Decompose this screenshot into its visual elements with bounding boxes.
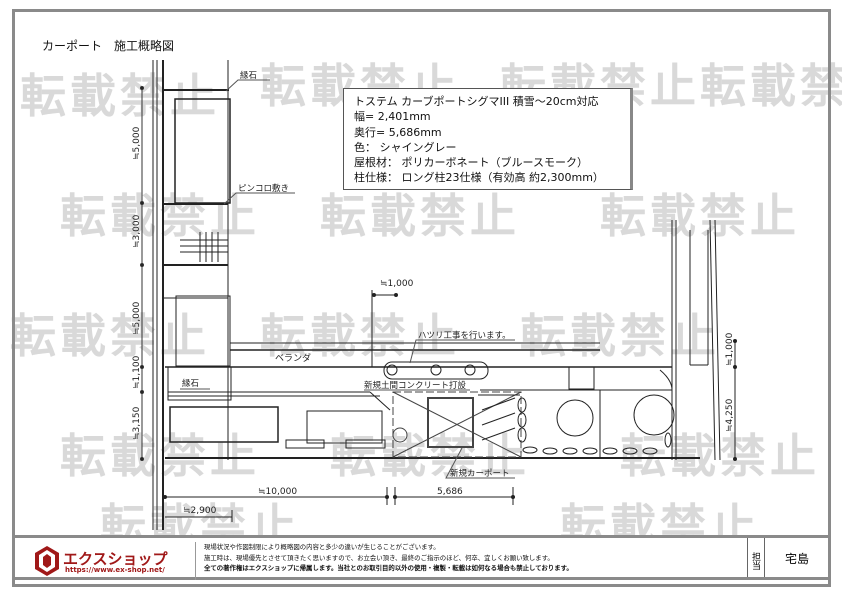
dim-left-4: ≒1,100 xyxy=(132,355,142,389)
dim-bottom-10000: ≒10,000 xyxy=(258,487,297,497)
neighbor-building xyxy=(163,60,231,460)
logo-box-icon xyxy=(35,546,59,576)
step xyxy=(345,439,386,449)
spec-color: 色： シャイングレー xyxy=(354,140,457,154)
planter xyxy=(169,406,279,443)
spec-product: トステム カーブポートシグマIII 積雪～20cm対応 xyxy=(354,95,599,108)
dim-left-2: ≒3,000 xyxy=(132,214,142,248)
dim-right-1: ≒1,000 xyxy=(725,332,735,366)
dim-left-1: ≒5,000 xyxy=(132,126,142,160)
dim-bottom-2900: ≒2,900 xyxy=(183,506,217,516)
veranda xyxy=(165,290,672,368)
dim-left-3: ≒5,000 xyxy=(132,301,142,335)
dim-bottom-5686: 5,686 xyxy=(437,487,463,497)
spec-width: 幅= 2,401mm xyxy=(354,110,431,124)
person-in-charge-label: 担当 xyxy=(747,538,765,577)
footer: エクスショップ https://www.ex-shop.net/ 現場状況や作図… xyxy=(15,535,828,580)
step xyxy=(285,439,325,449)
carport-spec-box: トステム カーブポートシグマIII 積雪～20cm対応 幅= 2,401mm 奥… xyxy=(343,88,633,190)
company-name: エクスショップ xyxy=(63,550,168,568)
spec-roof: 屋根材： ポリカーボネート（ブルースモーク） xyxy=(354,156,588,170)
note-3: 全ての著作権はエクスショップに帰属します。当社とのお取引目的以外の使用・複製・転… xyxy=(204,564,573,572)
label-veranda: ベランダ xyxy=(275,352,311,364)
label-curb-left: 縁石 xyxy=(182,378,199,389)
left-dimension-line xyxy=(140,86,144,461)
person-in-charge: 宅島 xyxy=(785,552,810,566)
note-2: 施工時は、現場優先とさせて頂きたく思いますので、お立会い頂き、最終のご指示のほど… xyxy=(204,553,554,562)
leader-lines xyxy=(180,79,515,479)
dim-right-2: ≒4,250 xyxy=(725,398,735,432)
footer-notes: 現場状況や作図制限により概略図の内容と多少の違いが生じることがございます。 施工… xyxy=(195,542,573,580)
dim-1000-top: ≒1,000 xyxy=(380,279,414,289)
right-dimension-line xyxy=(733,339,737,461)
page-title: カーポート 施工概略図 xyxy=(42,39,175,53)
spec-pillar: 柱仕様： ロング柱23仕様（有効高 約2,300mm） xyxy=(354,171,604,185)
dim-left-5: ≒3,150 xyxy=(132,406,142,440)
label-pinkoro: ピンコロ敷き xyxy=(238,183,289,194)
new-carport xyxy=(392,391,522,458)
note-1: 現場状況や作図制限により概略図の内容と多少の違いが生じることがございます。 xyxy=(204,543,440,551)
label-hatsuri: ハツリ工事を行います。 xyxy=(418,330,511,341)
right-garden xyxy=(480,219,721,461)
label-concrete: 新規土間コンクリート打設 xyxy=(364,380,467,391)
curb-strip xyxy=(167,366,391,411)
company-logo: エクスショップ https://www.ex-shop.net/ xyxy=(33,544,173,578)
bottom-dimension-line xyxy=(163,293,515,522)
stone-path xyxy=(478,394,672,455)
demolition-area xyxy=(383,361,489,380)
spec-depth: 奥行= 5,686mm xyxy=(354,125,442,139)
planter xyxy=(306,410,383,444)
label-curb-top: 縁石 xyxy=(240,70,257,81)
label-new-carport: 新規カーポート xyxy=(450,468,510,479)
drawing-frame xyxy=(12,9,831,587)
left-boundary-wall xyxy=(152,60,164,530)
company-url[interactable]: https://www.ex-shop.net/ xyxy=(65,566,165,574)
